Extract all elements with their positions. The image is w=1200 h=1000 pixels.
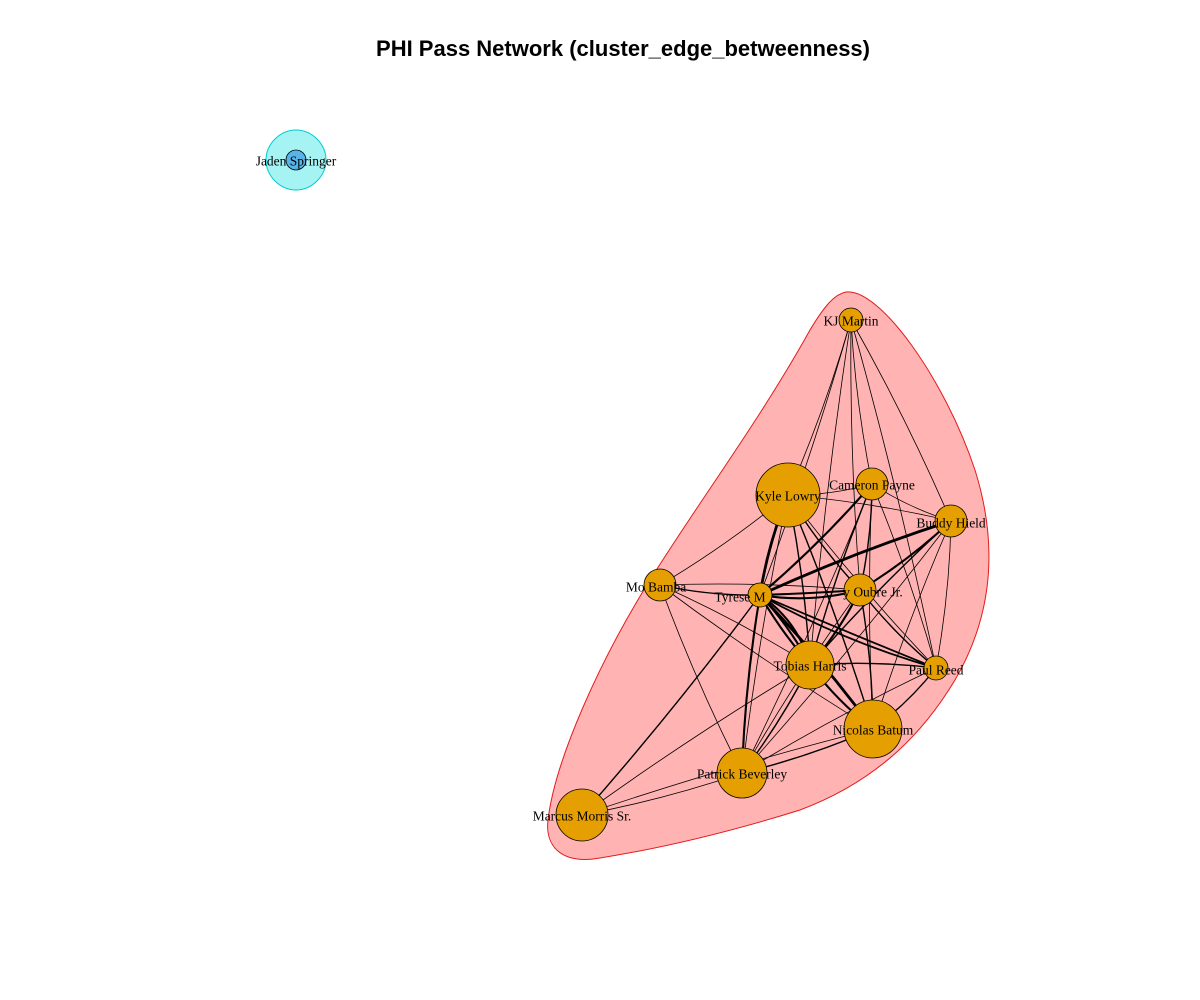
edge <box>759 594 937 669</box>
edge <box>659 584 874 730</box>
edge <box>581 594 761 816</box>
node-buddy-hield <box>934 504 968 538</box>
edge <box>850 319 861 591</box>
node-cameron-payne <box>855 467 889 501</box>
node-mo-bamba <box>643 568 677 602</box>
node-label-tyrese-maxey: Tyrese M <box>714 590 765 605</box>
node-tobias-harris <box>785 640 835 690</box>
edge <box>741 483 873 774</box>
node-tyrese-maxey <box>747 582 773 608</box>
edge <box>741 520 952 774</box>
edge <box>850 319 937 669</box>
node-label-tobias-harris: Tobias Harris <box>774 659 847 674</box>
node-label-cameron-payne: Cameron Payne <box>829 478 915 493</box>
node-nicolas-batum <box>843 699 903 759</box>
node-label-patrick-beverley: Patrick Beverley <box>697 767 788 782</box>
node-label-nicolas-batum: Nicolas Batum <box>833 723 914 738</box>
node-marcus-morris-sr <box>555 788 609 842</box>
edge <box>741 494 789 774</box>
edge <box>850 319 873 485</box>
edge <box>809 319 852 666</box>
node-jaden-springer <box>285 149 307 171</box>
node-patrick-beverley <box>716 747 768 799</box>
edge <box>850 319 952 522</box>
node-label-paul-reed: Paul Reed <box>908 663 963 678</box>
edge <box>741 667 937 774</box>
node-label-jaden-springer: Jaden Springer <box>256 154 337 169</box>
node-label-marcus-morris-sr: Marcus Morris Sr. <box>533 809 632 824</box>
edge <box>759 483 873 596</box>
node-label-kyle-lowry: Kyle Lowry <box>755 489 821 504</box>
node-kelly-oubre-jr <box>843 573 877 607</box>
edge <box>871 483 937 669</box>
edge <box>581 664 811 816</box>
node-label-kj-martin: KJ Martin <box>823 314 878 329</box>
node-kj-martin <box>838 307 864 333</box>
chart-title: PHI Pass Network (cluster_edge_betweenne… <box>376 36 870 61</box>
node-label-kelly-oubre-jr: y Oubre Jr. <box>843 585 903 600</box>
edge <box>759 519 952 597</box>
node-kyle-lowry <box>755 462 821 528</box>
node-paul-reed <box>923 655 949 681</box>
node-label-buddy-hield: Buddy Hield <box>916 516 986 531</box>
edge <box>759 594 937 669</box>
node-layer <box>285 149 968 842</box>
edge <box>935 520 952 669</box>
node-label-mo-bamba: Mo Bamba <box>626 580 686 595</box>
